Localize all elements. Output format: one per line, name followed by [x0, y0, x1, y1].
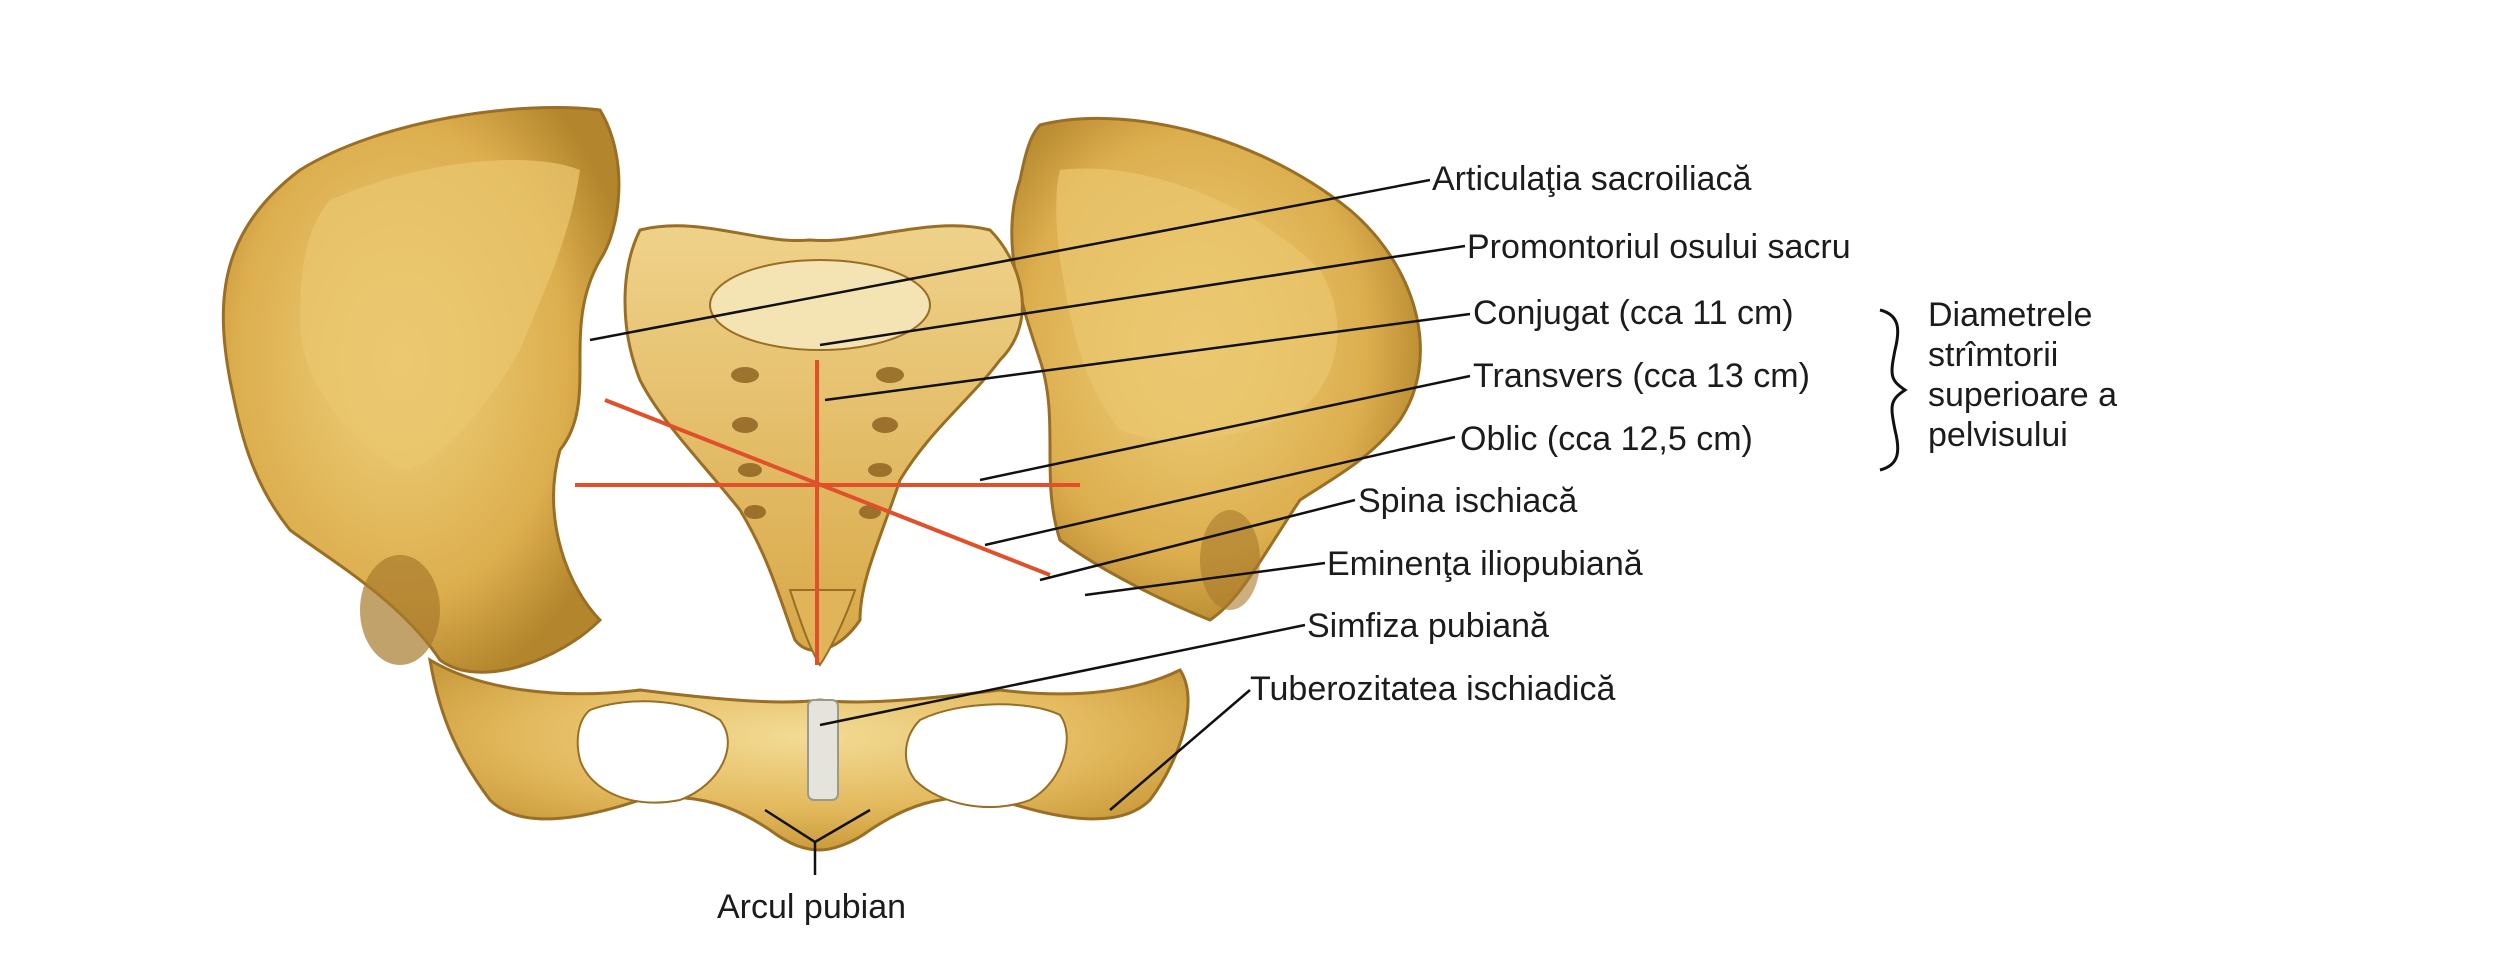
leader-oblic — [984, 435, 1456, 547]
leader-eminenta — [1084, 561, 1326, 597]
label-simfiza-pubiana: Simfiza pubiană — [1307, 607, 1549, 645]
label-promontoriul: Promontoriul osului sacru — [1467, 228, 1851, 266]
sacrum — [623, 224, 1024, 652]
sacral-promontory — [709, 259, 931, 351]
group-line-4: pelvisului — [1928, 416, 2068, 454]
group-line-1: Diametrele — [1928, 296, 2093, 334]
label-arcul-pubian: Arcul pubian — [717, 888, 907, 926]
right-obturator-foramen — [904, 703, 1068, 809]
label-conjugat: Conjugat (cca 11 cm) — [1473, 294, 1794, 332]
label-eminenta-iliopubiana: Eminenţa iliopubiană — [1327, 545, 1643, 583]
label-spina-ischiaca: Spina ischiacă — [1358, 482, 1578, 520]
pubic-symphysis — [807, 699, 839, 801]
label-articulatia-sacroiliaca: Articulaţia sacroiliacă — [1432, 160, 1752, 198]
right-ilium-inner — [1056, 168, 1338, 441]
label-oblic: Oblic (cca 12,5 cm) — [1460, 420, 1753, 458]
sacral-foramina — [731, 367, 904, 519]
oblique-diameter-line — [604, 398, 1051, 577]
right-acetabulum — [1200, 510, 1260, 610]
leader-conjugat — [824, 312, 1471, 402]
group-line-2: strîmtorii — [1928, 336, 2059, 374]
left-acetabulum — [360, 555, 440, 665]
leader-spina — [1039, 498, 1356, 582]
leader-articulatia — [589, 178, 1431, 342]
label-transvers: Transvers (cca 13 cm) — [1473, 357, 1810, 395]
leader-simfiza — [819, 623, 1306, 727]
leader-promontoriul — [819, 244, 1466, 347]
label-tuberozitatea-ischiadica: Tuberozitatea ischiadică — [1250, 670, 1616, 708]
leader-tuberozitatea — [1109, 689, 1251, 811]
left-obturator-foramen — [576, 700, 729, 804]
coccyx — [788, 589, 857, 667]
label-group-diametrele: Diametrele strîmtorii superioare a pelvi… — [1928, 295, 2117, 455]
group-line-3: superioare a — [1928, 376, 2118, 414]
pelvic-diameters — [575, 360, 1080, 665]
leader-lines — [589, 178, 1471, 875]
group-brace — [1879, 308, 1908, 472]
left-ilium-inner — [300, 160, 580, 470]
leader-transvers — [979, 374, 1471, 482]
